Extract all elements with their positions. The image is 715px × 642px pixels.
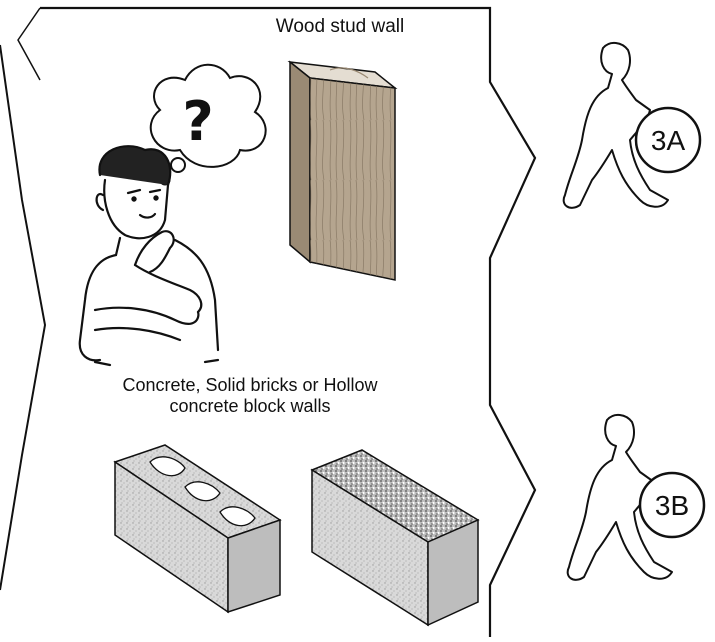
- main-panel-left-edge: [17, 7, 41, 81]
- badge-3a-label: 3A: [651, 125, 686, 156]
- thinking-man-figure: [78, 145, 220, 367]
- solid-concrete-block-image: [310, 449, 480, 627]
- masonry-label-line-2: concrete block walls: [169, 395, 331, 416]
- masonry-label-line-1: Concrete, Solid bricks or Hollow: [122, 375, 378, 395]
- badge-3b-label: 3B: [655, 490, 689, 521]
- walking-person-3b-figure: [566, 414, 673, 581]
- masonry-wall-label: Concrete, Solid bricks or Hollow concret…: [60, 375, 440, 416]
- main-panel: [40, 6, 537, 637]
- left-chevron-edge: [0, 44, 47, 591]
- question-mark-icon: ?: [182, 90, 213, 153]
- wood-stud-wall-label: Wood stud wall: [275, 16, 405, 37]
- hollow-concrete-block-image: [113, 444, 282, 614]
- badge-3b: 3B: [638, 471, 706, 539]
- walking-person-3a-figure: [562, 42, 669, 209]
- badge-3a: 3A: [634, 106, 702, 174]
- wood-stud-wall-image: [287, 60, 398, 281]
- thought-bubble: ?: [149, 63, 267, 186]
